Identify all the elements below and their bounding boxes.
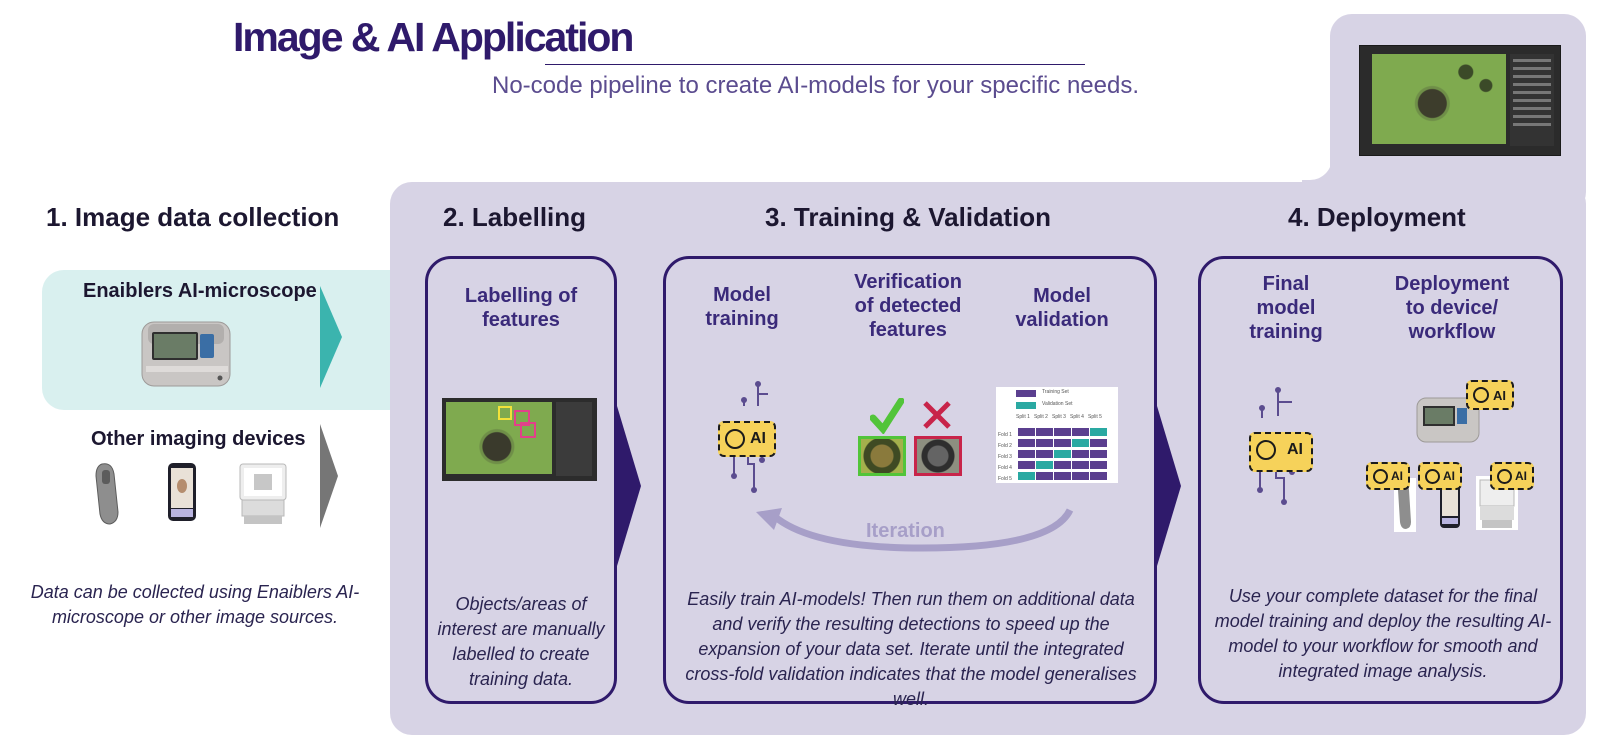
fold-label: Fold 3 bbox=[998, 454, 1012, 460]
legend-validation-label: Validation Set bbox=[1042, 401, 1073, 407]
check-icon bbox=[870, 398, 904, 434]
ai-chip-phone-icon: AI bbox=[1418, 462, 1462, 490]
ai-chip-training-icon: AI bbox=[718, 421, 776, 457]
fold-rows: Fold 1 Fold 2 Fold 3 Fold 4 Fold 5 bbox=[998, 423, 1108, 482]
ai-chip-station-icon: AI bbox=[1490, 462, 1534, 490]
fold-cell bbox=[1090, 450, 1107, 458]
fold-cell bbox=[1090, 461, 1107, 469]
fold-cell bbox=[1018, 472, 1035, 480]
model-training-label: Model training bbox=[705, 284, 779, 330]
section-heading-training: 3. Training & Validation bbox=[765, 202, 1052, 232]
fold-row: Fold 5 bbox=[998, 467, 1108, 482]
fold-cell bbox=[1036, 450, 1053, 458]
title-underline bbox=[545, 64, 1085, 65]
labelling-caption: Objects/areas of interest are manually l… bbox=[437, 594, 605, 689]
deploy-phone-icon bbox=[1440, 480, 1460, 528]
fold-cell bbox=[1090, 428, 1107, 436]
arrow-training-to-deployment-icon bbox=[1157, 406, 1181, 566]
fold-label: Fold 4 bbox=[998, 465, 1012, 471]
fold-cell bbox=[1036, 461, 1053, 469]
model-validation-label: Model validation bbox=[1015, 285, 1109, 331]
fold-cell bbox=[1054, 461, 1071, 469]
deployment-caption: Use your complete dataset for the final … bbox=[1214, 586, 1552, 681]
fold-cell bbox=[1090, 472, 1107, 480]
fold-cell bbox=[1054, 439, 1071, 447]
iteration-arrow-icon bbox=[756, 508, 1074, 552]
labelling-sidebar bbox=[556, 402, 592, 476]
label-box-pink-1 bbox=[514, 410, 530, 426]
fold-cell bbox=[1072, 450, 1089, 458]
ai-chip-scanner-icon: AI bbox=[1366, 462, 1410, 490]
fold-row: Fold 3 bbox=[998, 445, 1108, 460]
fold-cell bbox=[1018, 439, 1035, 447]
fold-cell bbox=[1054, 428, 1071, 436]
fold-cell bbox=[1018, 428, 1035, 436]
fold-cell bbox=[1072, 428, 1089, 436]
legend-training-swatch bbox=[1016, 390, 1036, 397]
detected-feature-wrong bbox=[914, 436, 962, 476]
brain-icon bbox=[725, 429, 745, 449]
fold-cell bbox=[1072, 472, 1089, 480]
teal-arrow-icon bbox=[320, 286, 342, 388]
section-heading-labelling: 2. Labelling bbox=[443, 202, 587, 232]
fold-cell bbox=[1090, 439, 1107, 447]
fold-cell bbox=[1018, 461, 1035, 469]
fold-cell bbox=[1072, 439, 1089, 447]
deploy-station-card bbox=[1476, 476, 1518, 530]
fold-cell bbox=[1036, 428, 1053, 436]
smartphone-icon bbox=[168, 463, 196, 521]
labelling-image bbox=[446, 402, 552, 474]
deploy-phone-card bbox=[1438, 478, 1462, 532]
grey-arrow-icon bbox=[320, 424, 338, 528]
cross-icon bbox=[923, 401, 951, 429]
training-caption: Easily train AI-models! Then run them on… bbox=[685, 589, 1137, 709]
imaging-station-icon bbox=[239, 463, 287, 524]
fold-cell bbox=[1018, 450, 1035, 458]
other-devices-label: Other imaging devices bbox=[91, 428, 306, 450]
fold-cell bbox=[1054, 450, 1071, 458]
legend-training-label: Training Set bbox=[1042, 389, 1069, 395]
fold-label: Fold 5 bbox=[998, 476, 1012, 482]
legend-validation-swatch bbox=[1016, 402, 1036, 409]
iteration-label: Iteration bbox=[866, 520, 945, 542]
section-heading-deployment: 4. Deployment bbox=[1288, 202, 1466, 232]
fold-row: Fold 4 bbox=[998, 456, 1108, 471]
deployment-target-label: Deployment to device/ workflow bbox=[1394, 273, 1510, 343]
software-sidebar bbox=[1510, 54, 1554, 146]
deploy-microscope-icon bbox=[1416, 397, 1480, 443]
section-heading-collection: 1. Image data collection bbox=[46, 202, 340, 232]
software-screenshot bbox=[1359, 45, 1561, 156]
fold-cell bbox=[1036, 439, 1053, 447]
fold-row: Fold 2 bbox=[998, 434, 1108, 449]
page-subtitle: No-code pipeline to create AI-models for… bbox=[492, 72, 1140, 99]
ai-chip-final-icon: AI bbox=[1249, 432, 1313, 472]
handheld-scanner-icon bbox=[95, 463, 119, 525]
brain-icon bbox=[1256, 440, 1276, 460]
arrow-labelling-to-training-icon bbox=[617, 406, 641, 566]
fold-label: Fold 2 bbox=[998, 443, 1012, 449]
page-title: Image & AI Application bbox=[233, 14, 634, 60]
labelling-box-title: Labelling of features bbox=[464, 285, 578, 331]
fold-label: Fold 1 bbox=[998, 432, 1012, 438]
collection-caption: Data can be collected using Enaiblers AI… bbox=[30, 582, 360, 627]
label-box-pink-2 bbox=[520, 422, 536, 438]
fold-cell bbox=[1072, 461, 1089, 469]
deploy-scanner-icon bbox=[1398, 481, 1411, 529]
fold-row: Fold 1 bbox=[998, 423, 1108, 438]
microscope-device-icon bbox=[141, 321, 231, 387]
final-training-label: Final model training bbox=[1249, 273, 1323, 343]
ai-chip-microscope-icon: AI bbox=[1466, 380, 1514, 410]
detected-feature-correct bbox=[858, 436, 906, 476]
fold-cell bbox=[1054, 472, 1071, 480]
panel-notch-curve bbox=[1282, 130, 1332, 180]
deploy-scanner-card bbox=[1394, 478, 1416, 532]
microscope-label: Enaiblers AI-microscope bbox=[83, 280, 317, 302]
verification-label: Verification of detected features bbox=[854, 271, 962, 341]
microscope-image bbox=[1372, 54, 1506, 144]
labelling-screenshot bbox=[442, 398, 597, 481]
fold-cell bbox=[1036, 472, 1053, 480]
label-box-yellow bbox=[498, 406, 512, 420]
